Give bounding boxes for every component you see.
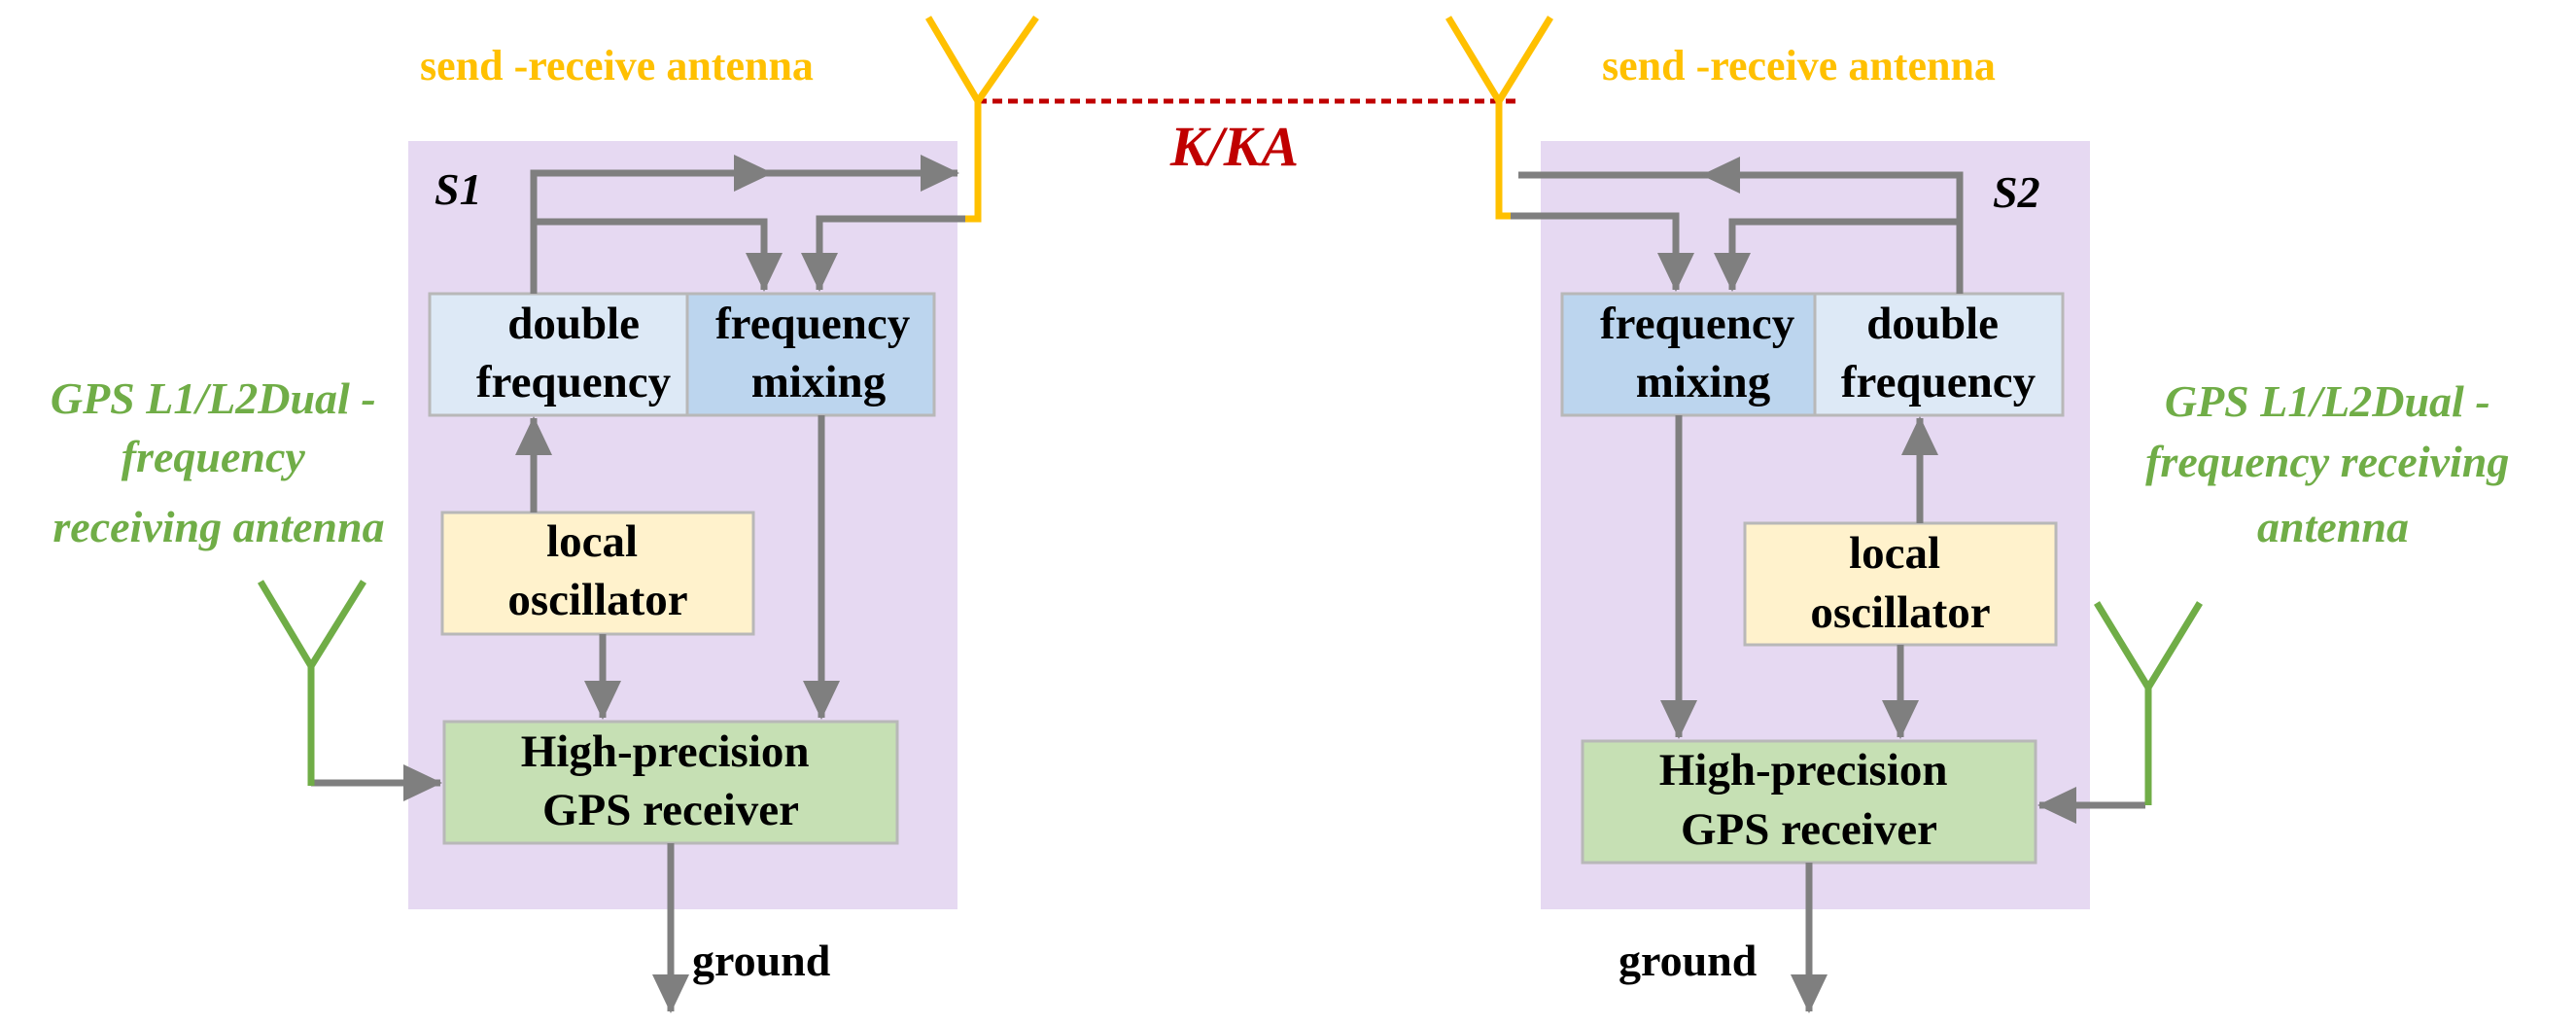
gps-receiver-text-s2: High-precision GPS receiver — [1659, 745, 1960, 855]
antenna-icon — [257, 580, 366, 786]
frequency-mixing-block-s1 — [685, 292, 936, 417]
gps-receiver-block-s2 — [1581, 739, 2037, 865]
ground-label-s2: ground — [1619, 936, 1758, 985]
frequency-mixing-text-s2: frequency mixing — [1600, 299, 1806, 407]
local-oscillator-text-s1: local oscillator — [507, 516, 687, 625]
antenna-icon — [924, 15, 1039, 223]
gps-antenna-label-s2: GPS L1/L2Dual - frequency receiving ante… — [2145, 376, 2521, 551]
antenna-icon — [2094, 601, 2203, 805]
double-frequency-text-s2: double frequency — [1841, 299, 2036, 407]
satellite-label-s1: S1 — [435, 164, 482, 214]
antenna-icon — [1445, 16, 1553, 220]
local-oscillator-block-s1 — [440, 511, 755, 636]
ground-label-s1: ground — [692, 936, 831, 985]
frequency-mixing-text-s1: frequency mixing — [715, 299, 922, 407]
gps-receiver-block-s1 — [442, 720, 899, 845]
local-oscillator-text-s2: local oscillator — [1810, 528, 1990, 638]
satellite-label-s2: S2 — [1993, 167, 2040, 217]
gps-antenna-label-s1: GPS L1/L2Dual - frequency receiving ante… — [51, 373, 387, 551]
double-frequency-text-s1: double frequency — [476, 299, 672, 407]
send-receive-antenna-label-s2: send -receive antenna — [1602, 42, 1996, 89]
arrow-icon — [1511, 157, 2145, 1013]
arrow-icon — [311, 155, 965, 1013]
local-oscillator-block-s2 — [1743, 521, 2058, 647]
double-frequency-block-s1 — [428, 292, 689, 417]
send-receive-antenna-label-s1: send -receive antenna — [420, 42, 814, 89]
double-frequency-block-s2 — [1813, 292, 2065, 417]
gps-receiver-text-s1: High-precision GPS receiver — [521, 726, 821, 835]
k-ka-link-label: K/KA — [1169, 115, 1299, 178]
